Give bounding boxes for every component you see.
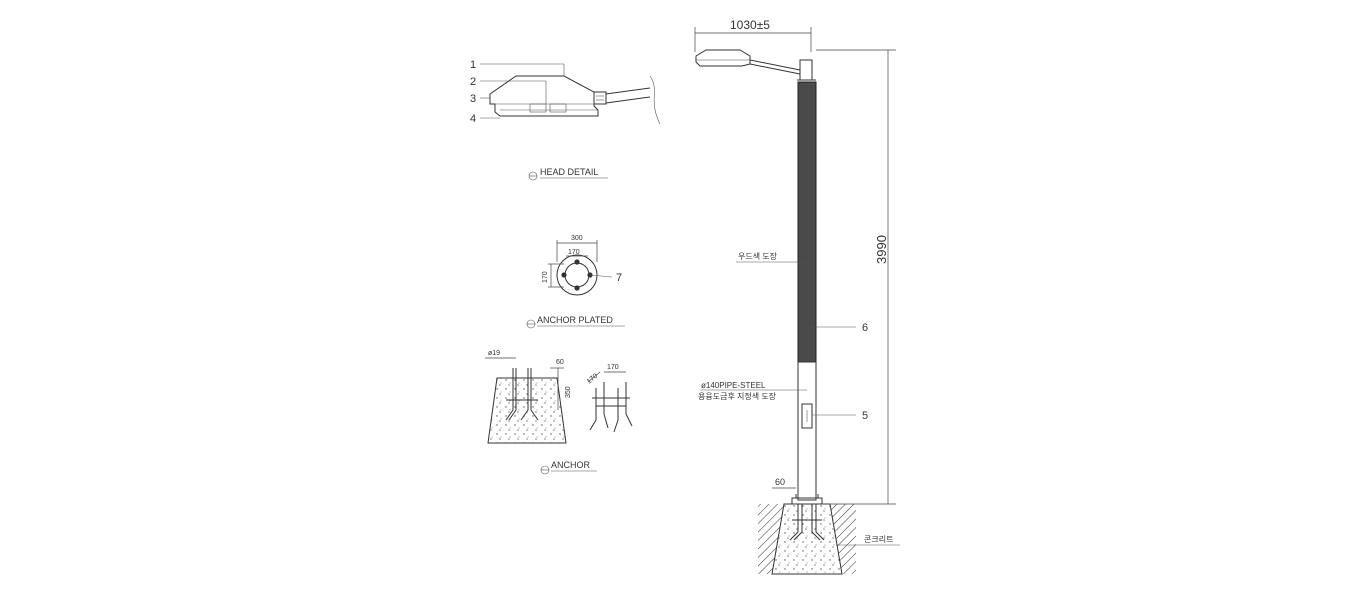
dim-dia-19: ø19 <box>488 350 500 357</box>
anchor-detail: ø19 60 350 170 170 ANCHOR <box>485 350 633 475</box>
callout-1: 1 <box>470 59 476 71</box>
luminaire-head <box>695 49 751 67</box>
callout-7: 7 <box>616 272 622 284</box>
anchor-plate-outer <box>556 254 598 296</box>
arm-connector <box>593 91 607 105</box>
pole-elevation: 1030±5 60 3990 <box>694 18 900 575</box>
dim-350: 350 <box>565 386 572 398</box>
pole-top-cap <box>799 59 813 81</box>
dim-60: 60 <box>556 359 564 366</box>
head-detail: 1 2 3 4 HEAD DETAIL <box>470 59 661 181</box>
concrete-foundation <box>771 503 843 575</box>
base-plate <box>791 497 823 505</box>
head-detail-title: HEAD DETAIL <box>540 167 598 177</box>
access-door <box>801 403 813 429</box>
pole-height-dim: 3990 <box>874 235 889 264</box>
anchor-plate-detail: 300 170 170 7 ANCHOR PLATED <box>526 235 625 329</box>
dim-300: 300 <box>571 235 583 242</box>
base-dim-60: 60 <box>775 477 785 487</box>
anchor-cage: 170 170 <box>586 364 633 433</box>
anchor-plated-title: ANCHOR PLATED <box>537 315 613 325</box>
callout-2: 2 <box>470 76 476 88</box>
callout-4: 4 <box>470 113 476 125</box>
dim-170-b: 170 <box>607 364 619 371</box>
pole-wood-section <box>797 81 817 363</box>
concrete-label: 콘크리트 <box>864 535 893 544</box>
callout-3: 3 <box>470 93 476 105</box>
ballast-box <box>529 103 547 113</box>
pipe-spec-label: ø140PIPE-STEEL <box>701 381 766 390</box>
wood-paint-label: 우드색 도장 <box>738 251 778 261</box>
dim-170: 170 <box>568 249 580 256</box>
anchor-title: ANCHOR <box>551 460 591 470</box>
ballast-box <box>549 103 567 113</box>
callout-5: 5 <box>862 410 868 422</box>
anchor-concrete <box>487 377 567 444</box>
arm-length-dim: 1030±5 <box>730 18 770 32</box>
dim-170-side: 170 <box>542 271 549 283</box>
callout-6: 6 <box>862 322 868 334</box>
galv-paint-label: 용융도금후 지정색 도장 <box>698 391 777 401</box>
luminaire-head-body <box>489 75 599 117</box>
anchor-plate-hole <box>564 262 590 288</box>
break-line <box>649 75 661 125</box>
pole-steel-section <box>797 361 817 501</box>
